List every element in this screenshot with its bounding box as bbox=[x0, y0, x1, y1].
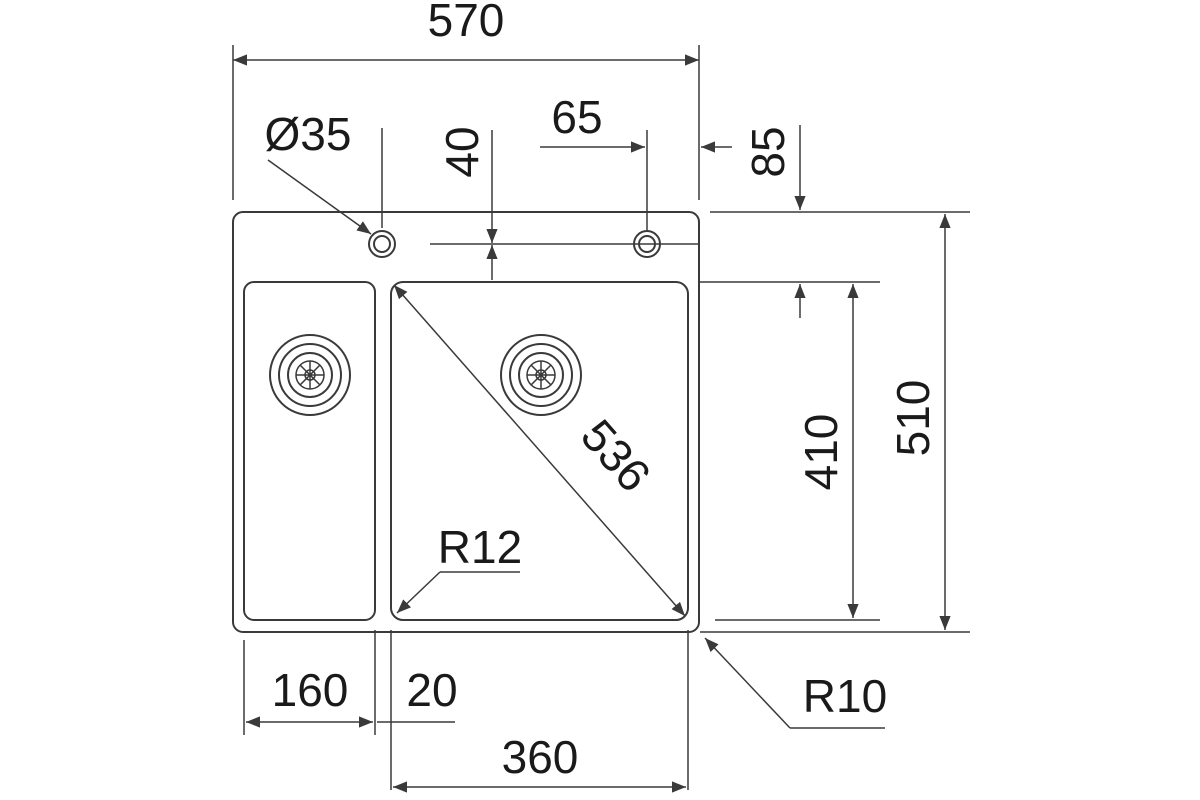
label-outer-corner-radius: R10 bbox=[803, 670, 887, 722]
dim-deck-offset: 85 bbox=[700, 125, 970, 318]
dim-tap-hole-diameter: Ø35 bbox=[265, 108, 383, 235]
sink-outline bbox=[232, 211, 700, 633]
drain-small-bowl bbox=[269, 334, 351, 416]
label-divider-width: 20 bbox=[406, 664, 457, 716]
drain-main-bowl bbox=[500, 334, 582, 416]
label-tap-hole-horizontal-offset: 65 bbox=[551, 91, 602, 143]
dim-outer-corner-radius: R10 bbox=[704, 637, 887, 729]
dim-main-bowl-radius: R12 bbox=[396, 521, 522, 614]
main-bowl-outline bbox=[390, 281, 689, 621]
label-deck-offset: 85 bbox=[742, 126, 794, 177]
label-overall-width: 570 bbox=[428, 0, 505, 46]
label-main-bowl-radius: R12 bbox=[438, 521, 522, 573]
dim-tap-hole-vertical-offset: 40 bbox=[436, 126, 498, 280]
small-bowl-outline bbox=[243, 281, 376, 621]
label-main-bowl-width: 360 bbox=[502, 731, 579, 783]
label-overall-depth: 510 bbox=[887, 380, 939, 457]
dim-small-bowl-width: 160 bbox=[243, 630, 376, 735]
label-tap-hole-diameter: Ø35 bbox=[265, 108, 352, 160]
dim-divider-width: 20 bbox=[377, 630, 458, 790]
dim-main-bowl-depth: 410 bbox=[715, 284, 880, 621]
dim-overall-depth: 510 bbox=[700, 214, 970, 633]
dim-main-bowl-width: 360 bbox=[393, 630, 689, 793]
dim-tap-hole-horizontal-offset: 65 bbox=[540, 91, 732, 230]
dim-overall-width: 570 bbox=[232, 0, 700, 200]
label-tap-hole-vertical-offset: 40 bbox=[436, 126, 488, 177]
label-small-bowl-width: 160 bbox=[272, 664, 349, 716]
label-main-bowl-depth: 410 bbox=[795, 414, 847, 491]
label-main-bowl-diagonal: 536 bbox=[571, 409, 661, 501]
tap-hole-left bbox=[368, 230, 396, 258]
